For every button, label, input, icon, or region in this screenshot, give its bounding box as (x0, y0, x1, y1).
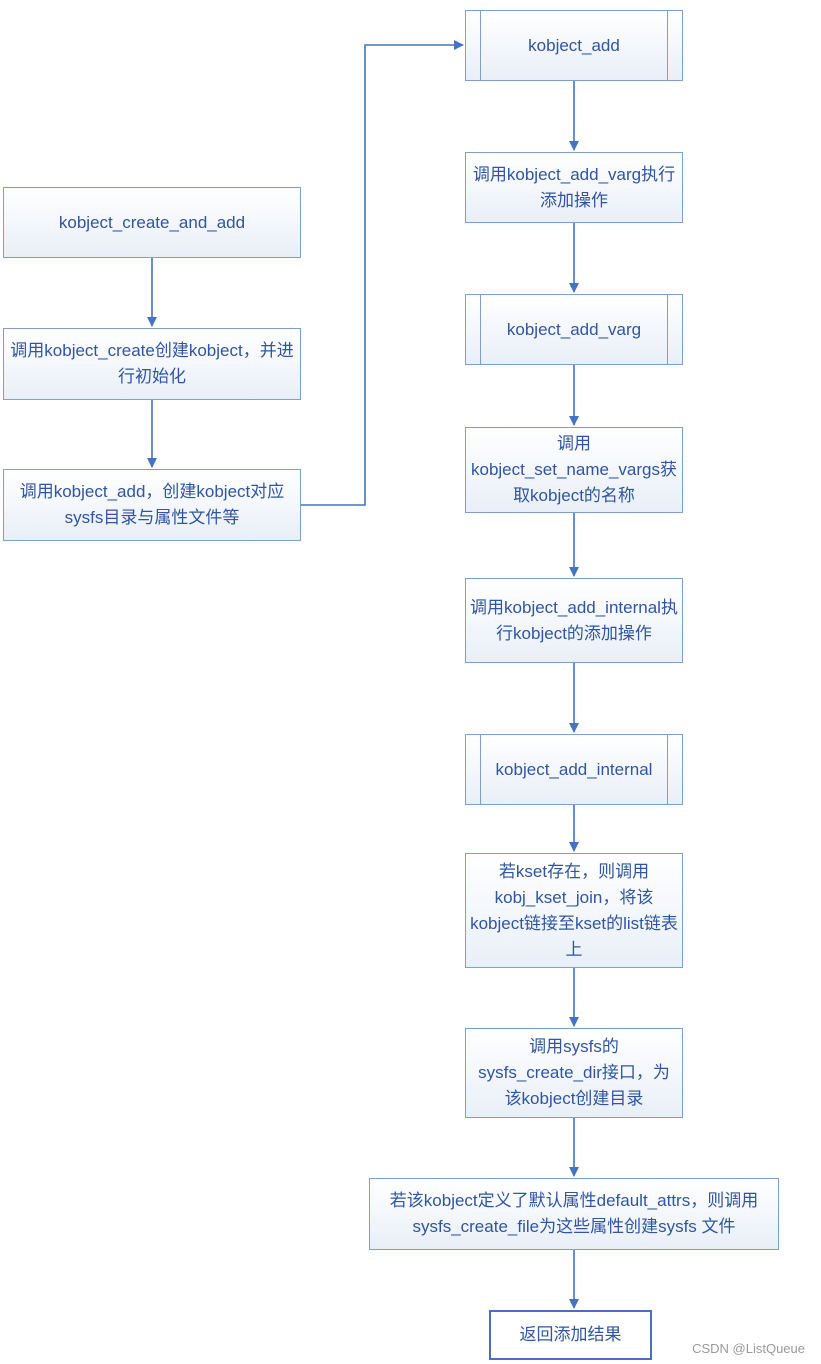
node-sysfs-create-dir-label: 调用sysfs的sysfs_create_dir接口，为该kobject创建目录 (478, 1037, 670, 1108)
node-kset-join: 若kset存在，则调用kobj_kset_join，将该kobject链接至ks… (465, 853, 683, 968)
node-call-kobject-create-label: 调用kobject_create创建kobject，并进行初始化 (10, 341, 294, 386)
watermark: CSDN @ListQueue (692, 1341, 805, 1356)
node-call-kobject-set-name-vargs-label: 调用kobject_set_name_vargs获取kobject的名称 (470, 434, 677, 505)
node-kobject-create-and-add: kobject_create_and_add (3, 187, 301, 258)
node-kset-join-label: 若kset存在，则调用kobj_kset_join，将该kobject链接至ks… (470, 861, 678, 959)
node-kobject-add: kobject_add (465, 10, 683, 81)
node-call-kobject-add-internal-label: 调用kobject_add_internal执行kobject的添加操作 (470, 597, 678, 643)
node-call-kobject-add-varg: 调用kobject_add_varg执行添加操作 (465, 152, 683, 223)
node-kobject-add-label: kobject_add (528, 35, 620, 55)
node-sysfs-create-dir: 调用sysfs的sysfs_create_dir接口，为该kobject创建目录 (465, 1028, 683, 1118)
node-default-attrs: 若该kobject定义了默认属性default_attrs，则调用sysfs_c… (369, 1178, 779, 1250)
node-return-result: 返回添加结果 (489, 1310, 652, 1360)
node-call-kobject-add: 调用kobject_add，创建kobject对应sysfs目录与属性文件等 (3, 469, 301, 541)
node-kobject-add-internal-label: kobject_add_internal (495, 759, 653, 779)
node-kobject-add-varg-label: kobject_add_varg (506, 319, 642, 339)
node-kobject-add-varg: kobject_add_varg (465, 294, 683, 365)
node-call-kobject-set-name-vargs: 调用kobject_set_name_vargs获取kobject的名称 (465, 427, 683, 513)
node-default-attrs-label: 若该kobject定义了默认属性default_attrs，则调用sysfs_c… (389, 1191, 759, 1236)
node-call-kobject-add-varg-label: 调用kobject_add_varg执行添加操作 (472, 164, 676, 210)
node-call-kobject-add-internal: 调用kobject_add_internal执行kobject的添加操作 (465, 578, 683, 663)
arrow-call-add-to-kobject-add (301, 40, 464, 506)
node-kobject-create-and-add-label: kobject_create_and_add (58, 212, 246, 232)
node-call-kobject-add-label: 调用kobject_add，创建kobject对应sysfs目录与属性文件等 (19, 482, 285, 527)
node-call-kobject-create: 调用kobject_create创建kobject，并进行初始化 (3, 328, 301, 400)
node-kobject-add-internal: kobject_add_internal (465, 734, 683, 805)
node-return-result-label: 返回添加结果 (519, 1325, 622, 1344)
